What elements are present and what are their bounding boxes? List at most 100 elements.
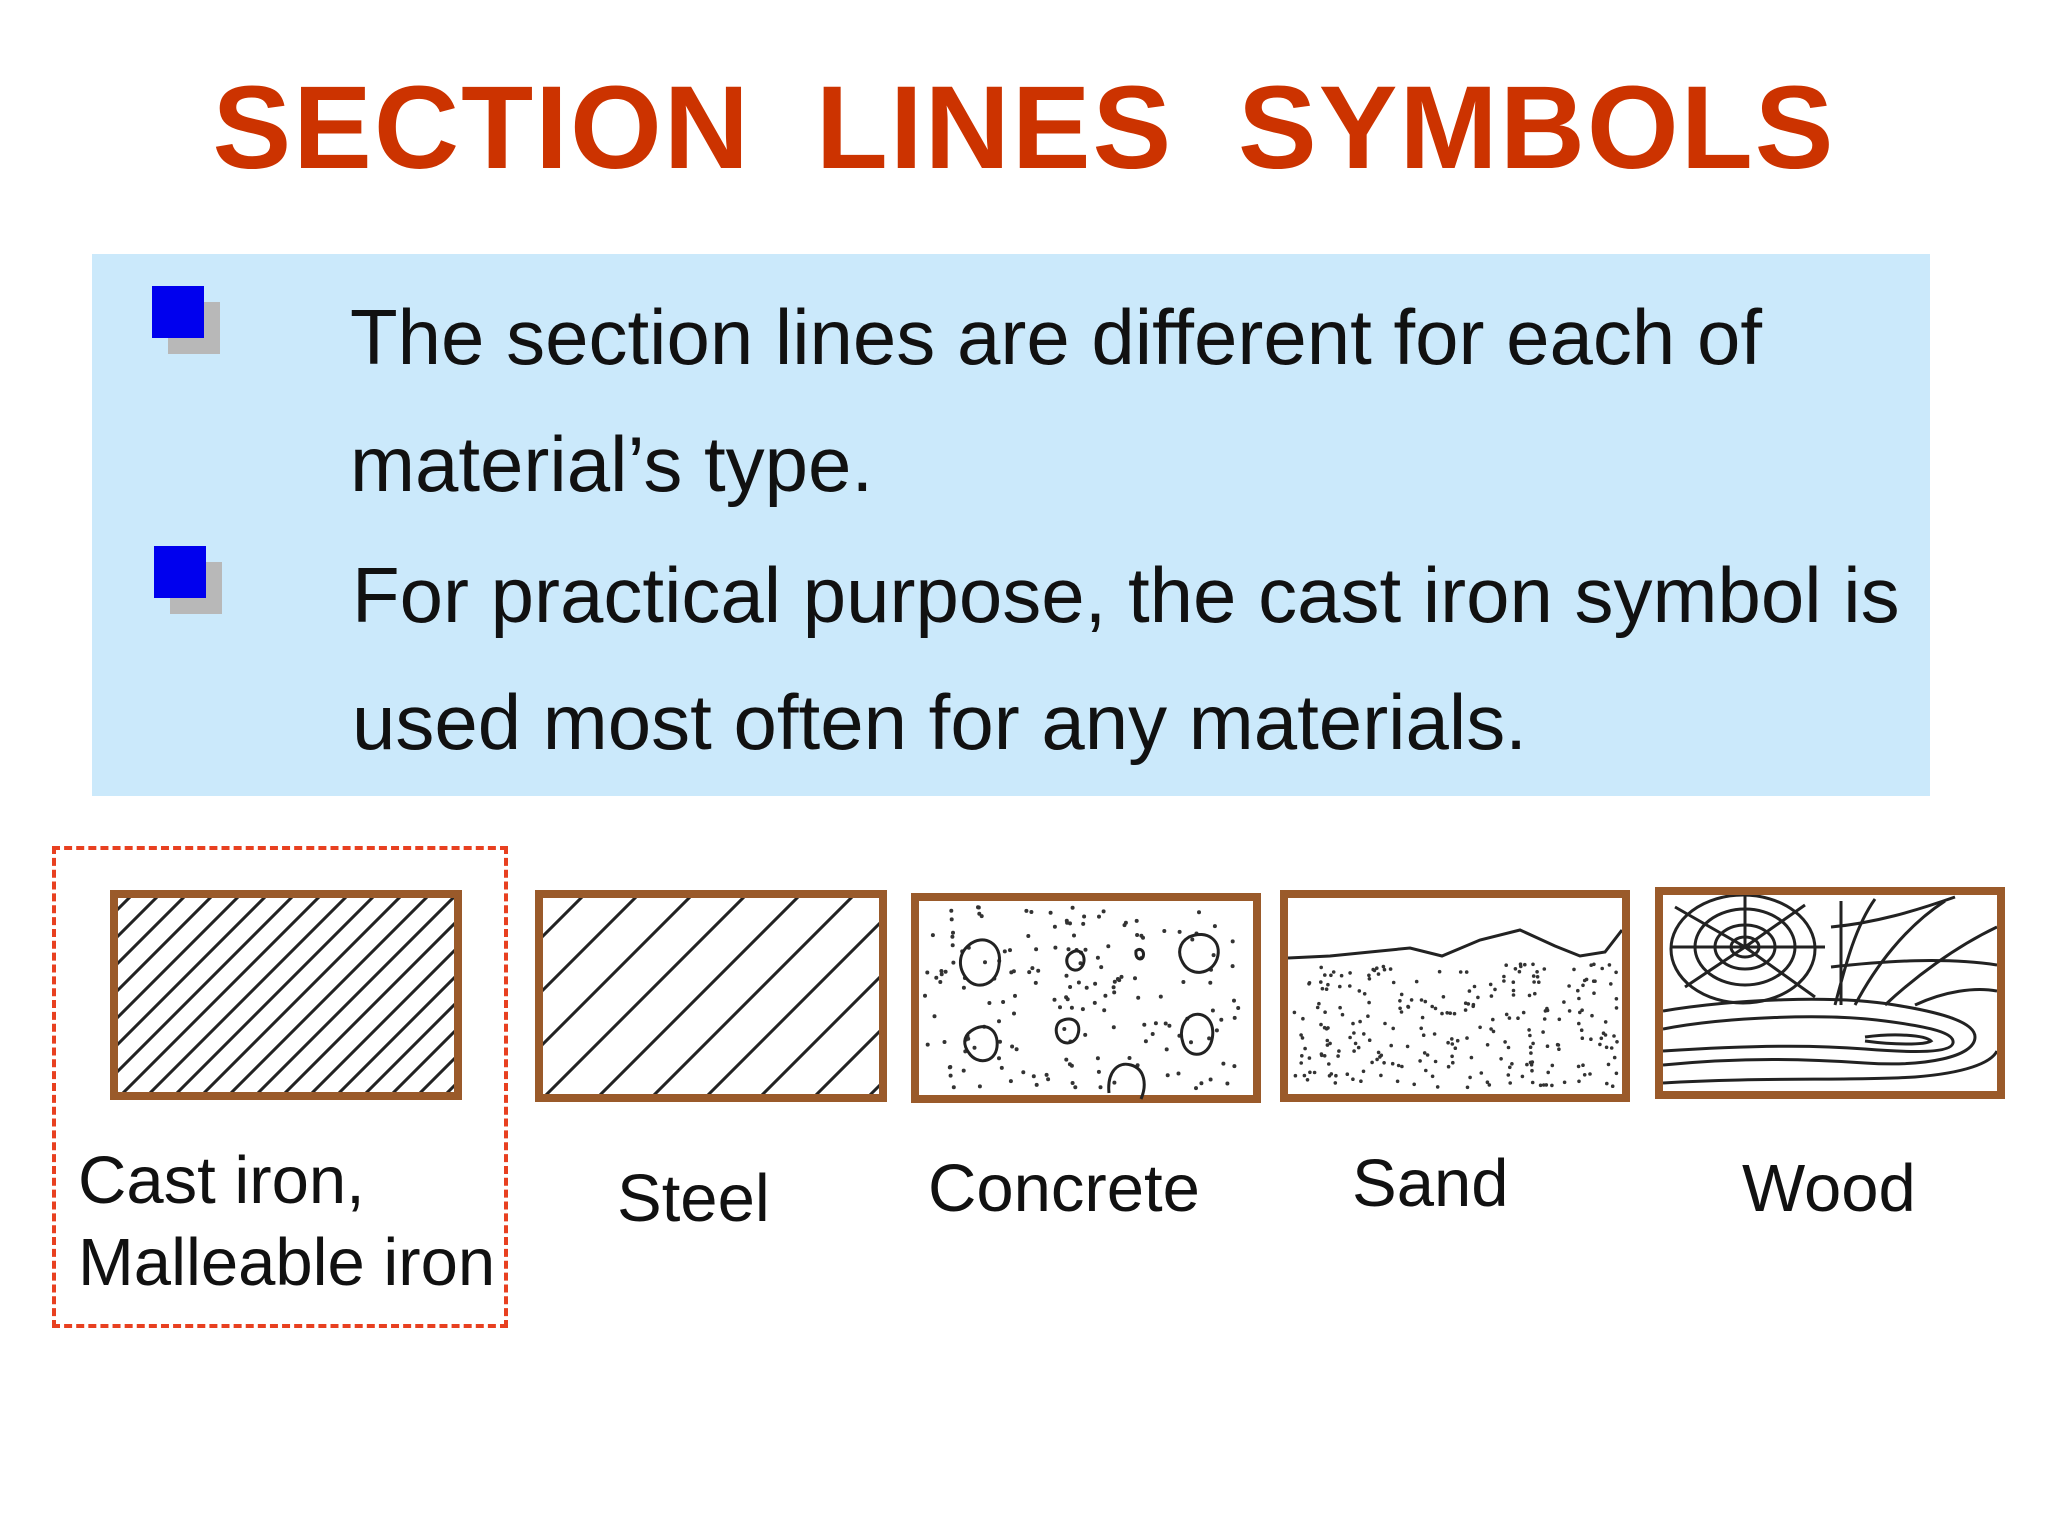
stipple-dot bbox=[1577, 1079, 1581, 1084]
stipple-dot bbox=[1319, 965, 1323, 970]
stipple-dot bbox=[1468, 1075, 1472, 1080]
stipple-dot bbox=[1506, 1073, 1511, 1077]
stipple-dot bbox=[1232, 1064, 1237, 1069]
stipple-dot bbox=[1441, 995, 1446, 999]
stipple-dot bbox=[1491, 1029, 1496, 1034]
stipple-dot bbox=[1210, 1008, 1215, 1013]
stipple-dot bbox=[1115, 977, 1120, 981]
stipple-dot bbox=[1578, 1010, 1582, 1015]
stipple-dot bbox=[1323, 1010, 1327, 1014]
bullet-text-1: The section lines are different for each… bbox=[350, 293, 1763, 508]
stipple-dot bbox=[1334, 1073, 1338, 1078]
stipple-dot bbox=[1199, 1081, 1204, 1086]
stipple-dot bbox=[977, 911, 982, 916]
stipple-dot bbox=[1336, 1054, 1340, 1058]
stipple-dot bbox=[1207, 1036, 1212, 1041]
stipple-dot bbox=[1491, 1017, 1495, 1022]
stipple-dot bbox=[1048, 910, 1053, 915]
stipple-dot bbox=[1557, 1017, 1562, 1022]
stipple-dot bbox=[943, 969, 948, 974]
stipple-dot bbox=[1221, 1061, 1226, 1066]
stipple-dot bbox=[1225, 1081, 1230, 1086]
wood-symbol bbox=[1655, 887, 2005, 1099]
stipple-dot bbox=[1122, 923, 1127, 928]
stipple-dot bbox=[1150, 1032, 1155, 1036]
stipple-dot bbox=[1499, 1057, 1503, 1061]
hatch-line bbox=[121, 898, 321, 1092]
stipple-dot bbox=[1181, 980, 1186, 984]
stipple-dot bbox=[1092, 1000, 1097, 1005]
stipple-dot bbox=[1603, 1033, 1608, 1037]
stipple-dot bbox=[1424, 1068, 1428, 1073]
stipple-dot bbox=[1506, 1045, 1511, 1050]
hatch-line bbox=[418, 1056, 454, 1092]
stipple-dot bbox=[1502, 974, 1506, 979]
stipple-dot bbox=[997, 1019, 1001, 1024]
stipple-dot bbox=[1367, 977, 1372, 981]
stipple-dot bbox=[1489, 994, 1494, 998]
stipple-dot bbox=[997, 1056, 1001, 1061]
stipple-dot bbox=[1445, 1011, 1449, 1015]
stipple-dot bbox=[1352, 1049, 1356, 1053]
stipple-dot bbox=[1305, 1078, 1310, 1082]
bullet-square-icon bbox=[154, 546, 222, 614]
stipple-dot bbox=[1479, 1071, 1484, 1075]
stipple-dot bbox=[1603, 1020, 1608, 1024]
stipple-dot bbox=[1511, 988, 1516, 993]
stipple-dot bbox=[1337, 1049, 1341, 1053]
stipple-dot bbox=[1351, 1021, 1355, 1026]
stipple-dot bbox=[1425, 1053, 1430, 1057]
stipple-dot bbox=[1127, 1056, 1132, 1060]
stipple-dot bbox=[1450, 1037, 1454, 1041]
stipple-dot bbox=[1331, 970, 1336, 974]
stipple-dot bbox=[1530, 1080, 1535, 1085]
stipple-dot bbox=[1315, 1005, 1320, 1010]
hatch-line bbox=[364, 1002, 454, 1092]
stipple-dot bbox=[1142, 1022, 1147, 1027]
stipple-dot bbox=[1348, 971, 1352, 975]
stipple-dot bbox=[1430, 1004, 1434, 1009]
stipple-dot bbox=[1361, 1069, 1366, 1074]
stipple-dot bbox=[1588, 1072, 1592, 1076]
stipple-dot bbox=[1010, 1044, 1015, 1049]
stipple-dot bbox=[1465, 1085, 1470, 1090]
stipple-dot bbox=[1609, 1046, 1614, 1050]
stipple-dot bbox=[1143, 1039, 1148, 1044]
hatch-line bbox=[148, 898, 348, 1092]
stipple-dot bbox=[1432, 1032, 1437, 1036]
stipple-dot bbox=[1589, 1037, 1593, 1041]
stipple-dot bbox=[1550, 1083, 1554, 1088]
stipple-dot bbox=[1502, 979, 1506, 983]
stipple-dot bbox=[1464, 970, 1469, 974]
stipple-dot bbox=[1599, 1036, 1604, 1041]
stipple-dot bbox=[1303, 1046, 1307, 1051]
hatch-line bbox=[760, 975, 879, 1094]
stipple-dot bbox=[1513, 967, 1518, 971]
stipple-dot bbox=[1435, 1085, 1440, 1089]
stipple-dot bbox=[1299, 1033, 1303, 1037]
stipple-dot bbox=[1158, 994, 1163, 999]
stipple-dot bbox=[1230, 939, 1235, 944]
stipple-dot bbox=[999, 1065, 1004, 1070]
stipple-dot bbox=[1067, 1062, 1072, 1067]
stipple-dot bbox=[1163, 1021, 1168, 1026]
stipple-dot bbox=[1504, 1012, 1509, 1017]
stipple-dot bbox=[1099, 965, 1104, 970]
stipple-dot bbox=[1084, 985, 1089, 990]
stipple-dot bbox=[1579, 1028, 1584, 1032]
cast-iron-symbol bbox=[110, 890, 462, 1100]
stipple-dot bbox=[1292, 1010, 1297, 1015]
stipple-dot bbox=[939, 969, 944, 973]
stipple-dot bbox=[948, 1073, 953, 1078]
hatch-line bbox=[544, 898, 746, 1094]
stipple-dot bbox=[1430, 1074, 1435, 1079]
stipple-dot bbox=[1437, 969, 1442, 974]
stipple-dot bbox=[1340, 1012, 1345, 1017]
stipple-dot bbox=[1396, 1063, 1401, 1068]
stipple-dot bbox=[1542, 1017, 1547, 1021]
stipple-dot bbox=[1531, 962, 1535, 967]
hatch-line bbox=[652, 898, 854, 1094]
stipple-dot bbox=[1528, 1033, 1532, 1038]
stipple-dot bbox=[1541, 1030, 1545, 1034]
stipple-dot bbox=[1064, 995, 1069, 1000]
